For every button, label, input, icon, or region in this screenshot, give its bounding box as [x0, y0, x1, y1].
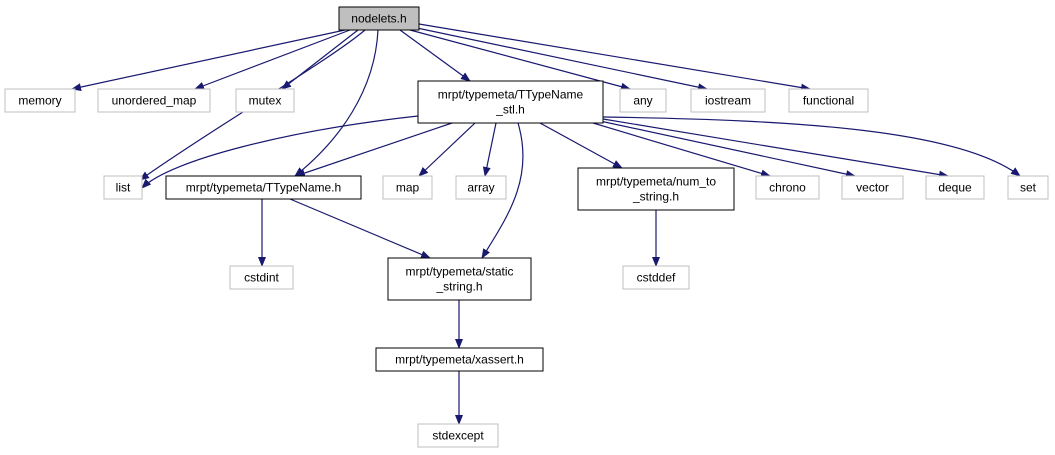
- node-box-ttypename: [165, 175, 362, 200]
- node-cstddef: cstddef: [622, 265, 690, 290]
- node-mutex: mutex: [235, 88, 295, 113]
- edge-nodelets-to-iostream: [416, 27, 708, 92]
- edge-ttypename_stl-to-list: [141, 115, 419, 189]
- node-list: list: [103, 175, 143, 200]
- node-deque: deque: [925, 175, 985, 200]
- edge-nodelets-to-functional: [418, 23, 811, 92]
- node-box-static_string: [387, 257, 532, 301]
- edge-ttypename_stl-to-ttypename: [295, 122, 453, 177]
- node-box-vector: [841, 175, 904, 200]
- edge-ttypename_stl-to-deque: [602, 118, 949, 179]
- node-label-map-line-0: map: [396, 181, 420, 195]
- node-box-deque: [925, 175, 985, 200]
- node-box-any: [619, 88, 667, 113]
- edge-nodelets-to-ttypename: [294, 29, 379, 177]
- node-label-vector-line-0: vector: [856, 181, 889, 195]
- node-box-list: [103, 175, 143, 200]
- node-box-functional: [788, 88, 869, 113]
- node-label-static_string-line-1: _string.h: [435, 280, 482, 294]
- node-box-unordered_map: [97, 88, 211, 113]
- edge-nodelets-to-any: [409, 29, 631, 91]
- node-nodelets[interactable]: nodelets.h: [338, 6, 420, 31]
- node-label-ttypename-line-0: mrpt/typemeta/TTypeName.h: [186, 181, 341, 195]
- node-iostream: iostream: [690, 88, 766, 113]
- nodes-layer: nodelets.h memory unordered_map mutex mrpt/t…: [4, 6, 1049, 448]
- node-box-cstdint: [229, 265, 294, 290]
- node-box-ttypename_stl: [417, 80, 604, 124]
- node-box-xassert: [375, 347, 544, 372]
- node-static_string[interactable]: mrpt/typemeta/static_string.h: [387, 257, 532, 301]
- node-box-iostream: [690, 88, 766, 113]
- node-num_to_string[interactable]: mrpt/typemeta/num_to_string.h: [577, 167, 735, 211]
- node-box-stdexcept: [417, 423, 499, 448]
- node-box-set: [1007, 175, 1049, 200]
- node-ttypename[interactable]: mrpt/typemeta/TTypeName.h: [165, 175, 362, 200]
- node-vector: vector: [841, 175, 904, 200]
- node-label-num_to_string-line-1: _string.h: [632, 190, 679, 204]
- node-ttypename_stl[interactable]: mrpt/typemeta/TTypeName_stl.h: [417, 80, 604, 124]
- node-label-cstdint-line-0: cstdint: [244, 271, 279, 285]
- node-any: any: [619, 88, 667, 113]
- node-chrono: chrono: [755, 175, 820, 200]
- edge-ttypename_stl-to-num_to_string: [539, 122, 623, 169]
- node-label-array-line-0: array: [467, 181, 494, 195]
- edge-ttypename_stl-to-vector: [599, 120, 856, 179]
- node-box-nodelets: [338, 6, 420, 31]
- node-label-xassert-line-0: mrpt/typemeta/xassert.h: [395, 353, 524, 367]
- edges-layer: [71, 23, 1021, 425]
- node-label-ttypename_stl-line-0: mrpt/typemeta/TTypeName: [438, 88, 584, 102]
- node-map: map: [382, 175, 433, 200]
- node-box-memory: [4, 88, 76, 113]
- node-label-stdexcept-line-0: stdexcept: [432, 429, 484, 443]
- node-label-list-line-0: list: [116, 181, 131, 195]
- node-stdexcept: stdexcept: [417, 423, 499, 448]
- node-label-iostream-line-0: iostream: [705, 94, 751, 108]
- edge-ttypename-to-static_string: [289, 198, 431, 259]
- node-cstdint: cstdint: [229, 265, 294, 290]
- node-label-num_to_string-line-0: mrpt/typemeta/num_to: [596, 175, 716, 189]
- node-label-mutex-line-0: mutex: [249, 94, 282, 108]
- node-label-memory-line-0: memory: [18, 94, 61, 108]
- node-box-cstddef: [622, 265, 690, 290]
- node-box-array: [455, 175, 507, 200]
- node-set: set: [1007, 175, 1049, 200]
- edge-ttypename_stl-to-array: [482, 122, 497, 177]
- node-box-map: [382, 175, 433, 200]
- node-label-ttypename_stl-line-1: _stl.h: [495, 103, 525, 117]
- node-label-chrono-line-0: chrono: [769, 181, 806, 195]
- node-memory: memory: [4, 88, 76, 113]
- edge-nodelets-to-memory: [71, 29, 346, 92]
- edge-ttypename_stl-to-chrono: [592, 122, 771, 178]
- node-functional: functional: [788, 88, 869, 113]
- node-box-mutex: [235, 88, 295, 113]
- edge-ttypename_stl-to-map: [418, 122, 476, 177]
- edge-ttypename_stl-to-set: [602, 116, 1021, 177]
- edge-nodelets-to-ttypename_stl: [399, 29, 471, 82]
- node-unordered_map: unordered_map: [97, 88, 211, 113]
- node-label-unordered_map-line-0: unordered_map: [112, 94, 197, 108]
- node-label-functional-line-0: functional: [803, 94, 854, 108]
- node-label-static_string-line-0: mrpt/typemeta/static: [405, 265, 513, 279]
- node-label-cstddef-line-0: cstddef: [637, 271, 676, 285]
- node-box-num_to_string: [577, 167, 735, 211]
- edge-ttypename_stl-to-static_string: [481, 122, 524, 259]
- node-label-deque-line-0: deque: [938, 181, 972, 195]
- node-box-chrono: [755, 175, 820, 200]
- node-label-any-line-0: any: [633, 94, 652, 108]
- node-label-set-line-0: set: [1020, 181, 1037, 195]
- node-xassert[interactable]: mrpt/typemeta/xassert.h: [375, 347, 544, 372]
- edge-nodelets-to-unordered_map: [194, 29, 351, 90]
- node-label-nodelets-line-0: nodelets.h: [351, 12, 406, 26]
- node-array: array: [455, 175, 507, 200]
